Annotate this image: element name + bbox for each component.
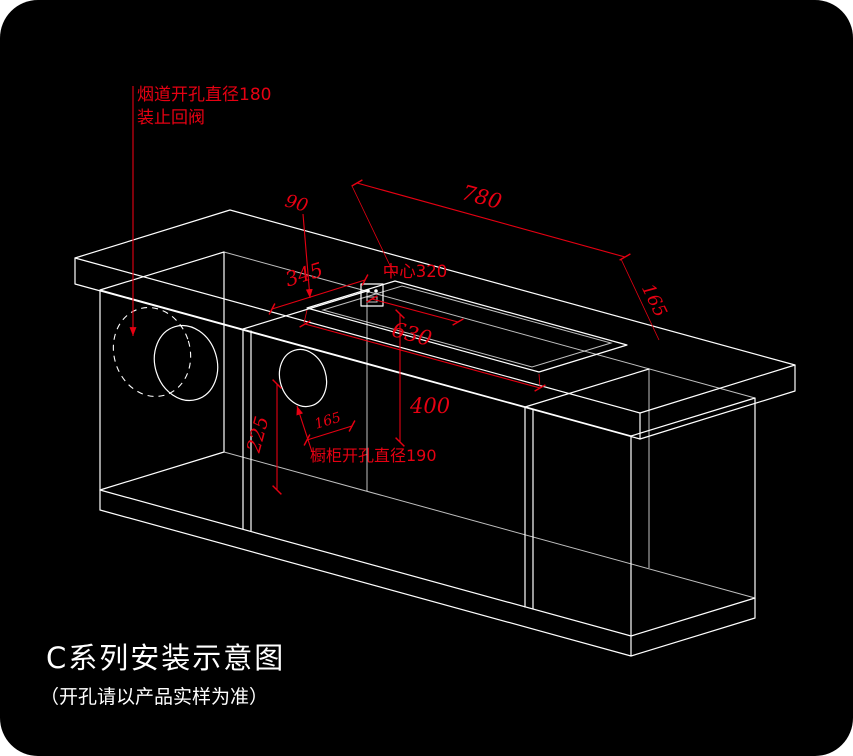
diagram-subtitle: （开孔请以产品实样为准） <box>40 686 268 708</box>
dim-630-extensions <box>303 309 541 388</box>
cabinet-hole-note: 橱柜开孔直径190 <box>310 446 437 465</box>
flue-hole-rim <box>153 324 219 402</box>
dim-label-345: 345 <box>282 257 326 291</box>
cabinet-hole <box>278 348 328 408</box>
flue-hole-dashed-outline <box>112 307 192 397</box>
dim-780-extensions <box>351 185 660 341</box>
dim-label-780: 780 <box>459 180 504 214</box>
divider-panel-2 <box>524 368 650 610</box>
cabinet-hole-leader <box>296 405 313 453</box>
cabinet-plinth <box>99 489 756 657</box>
dim-line-780 <box>351 179 631 261</box>
footer: C系列安装示意图 （开孔请以产品实样为准） <box>40 641 285 708</box>
divider-panel-1 <box>242 290 368 532</box>
diagram-title: C系列安装示意图 <box>46 641 285 675</box>
dim-line-165-small <box>303 420 356 446</box>
dim-line-345 <box>268 274 369 315</box>
cabinet-right-face <box>630 397 756 637</box>
interior-left-panel <box>99 251 225 491</box>
flue-note-line1: 烟道开孔直径180 <box>137 85 271 105</box>
dim-label-225: 225 <box>243 414 274 456</box>
dim-line-630 <box>299 320 546 392</box>
dim-label-165-right: 165 <box>637 281 671 321</box>
dim-label-90: 90 <box>283 191 311 217</box>
dim-label-400: 400 <box>409 394 450 418</box>
dim-label-165-small: 165 <box>313 410 343 433</box>
countertop-right-end <box>639 364 796 440</box>
dim-label-center320: 中心320 <box>383 262 448 281</box>
dim-line-center320 <box>366 295 464 326</box>
flue-note-line2: 装止回阀 <box>137 108 205 128</box>
